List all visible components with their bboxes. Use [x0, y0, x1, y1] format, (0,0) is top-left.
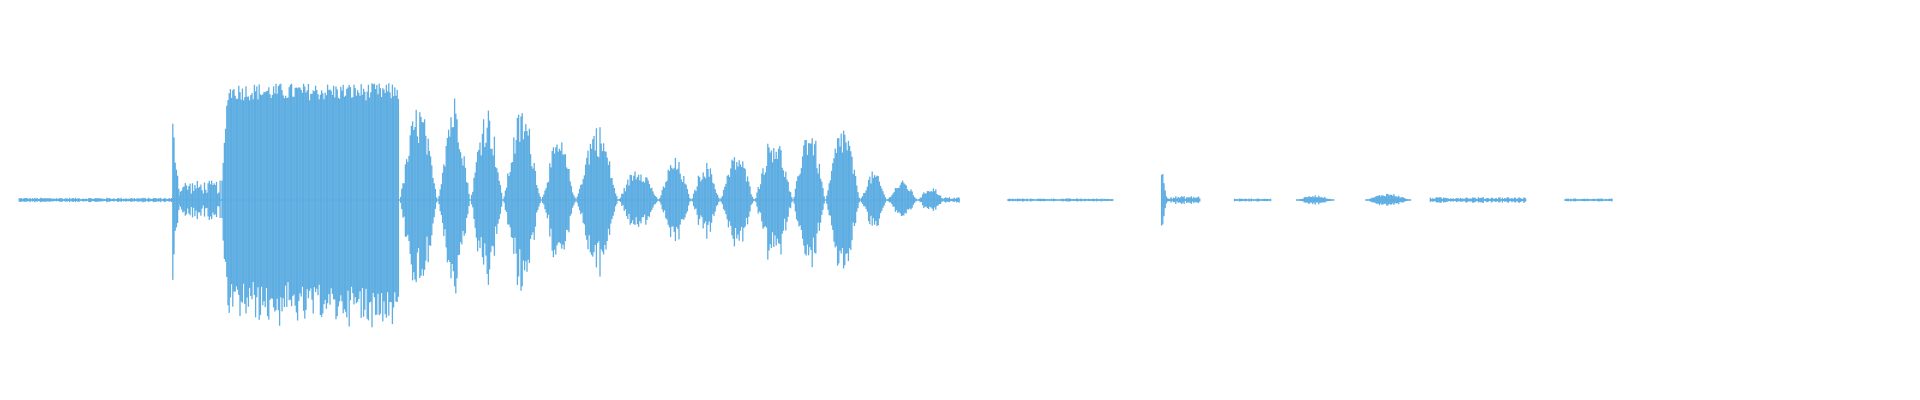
waveform-bars — [18, 83, 1613, 328]
